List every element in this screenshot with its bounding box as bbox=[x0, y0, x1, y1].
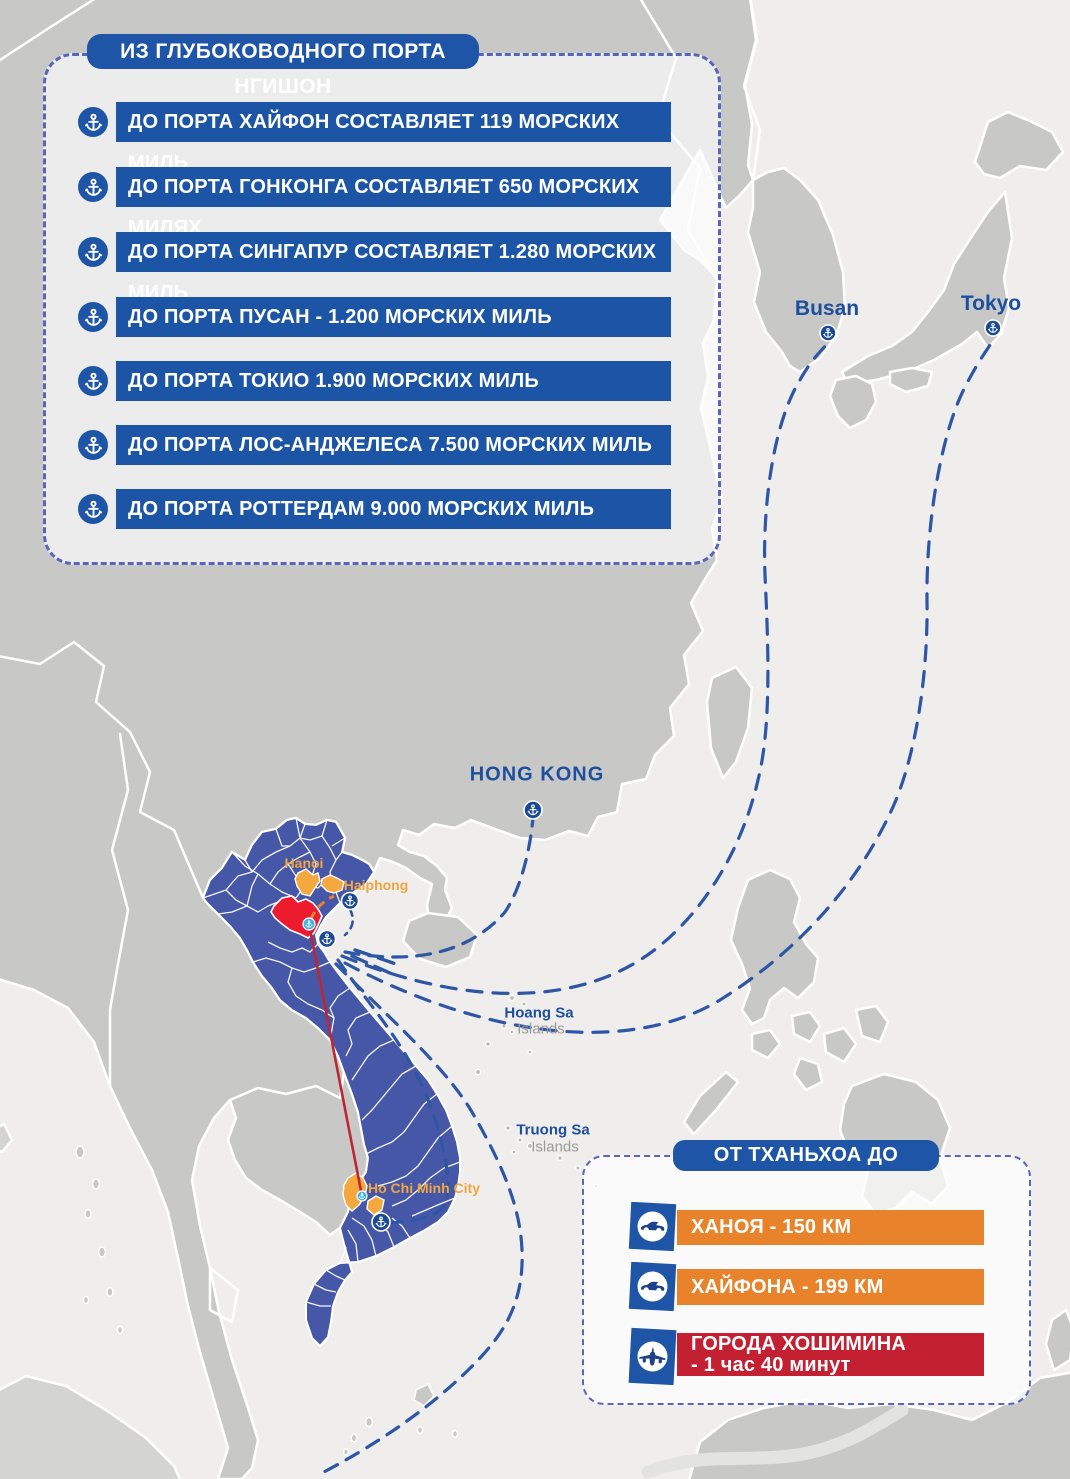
travel-distance-haiphong: ХАЙФОНА - 199 КМ bbox=[677, 1269, 984, 1305]
anchor-icon bbox=[78, 494, 108, 524]
port-nghison-dot bbox=[302, 917, 316, 931]
routes bbox=[320, 338, 995, 1475]
land-visayas-3 bbox=[792, 1056, 824, 1092]
port-haiphong-marker bbox=[340, 891, 360, 911]
route-singapore bbox=[320, 962, 524, 1475]
road-link-orange bbox=[309, 894, 335, 920]
mergui-islands bbox=[75, 1145, 124, 1335]
land-visayas-2 bbox=[822, 1026, 858, 1064]
anchor-icon bbox=[78, 237, 108, 267]
route-haiphong-link bbox=[343, 907, 355, 937]
car-icon bbox=[628, 1261, 677, 1312]
travel-panel-title: ОТ ТХАНЬХОА ДО bbox=[673, 1140, 939, 1171]
port-markers bbox=[302, 319, 1002, 1232]
plane-icon bbox=[628, 1327, 677, 1386]
borneo-river bbox=[641, 1403, 909, 1479]
port-distance-singapore: ДО ПОРТА СИНГАПУР СОСТАВЛЯЕТ 1.280 МОРСК… bbox=[116, 232, 671, 304]
south-islands bbox=[342, 1382, 459, 1456]
port-distance-hongkong: ДО ПОРТА ГОНКОНГА СОСТАВЛЯЕТ 650 МОРСКИХ… bbox=[116, 167, 671, 239]
anchor-icon bbox=[78, 172, 108, 202]
land-sumatra-2 bbox=[0, 1122, 14, 1154]
label-hoang-sa-islands: Islands bbox=[517, 1020, 565, 1038]
port-distance-tokyo: ДО ПОРТА ТОКИО 1.900 МОРСКИХ МИЛЬ bbox=[116, 361, 671, 401]
port-hongkong-marker bbox=[523, 800, 543, 820]
city-haiphong bbox=[320, 874, 345, 894]
label-hong-kong: HONG KONG bbox=[469, 763, 605, 786]
province-borders bbox=[202, 817, 461, 1307]
land-kyushu bbox=[828, 374, 878, 430]
port-nghison-sea-marker bbox=[317, 929, 337, 949]
city-vung-tau bbox=[366, 1195, 385, 1216]
land-hokkaido bbox=[973, 110, 1065, 180]
land-luzon bbox=[729, 868, 820, 1026]
label-truong-sa-islands: Islands bbox=[531, 1138, 579, 1156]
anchor-icon bbox=[78, 430, 108, 460]
route-hong-kong bbox=[343, 816, 535, 959]
port-distance-busan: ДО ПОРТА ПУСАН - 1.200 МОРСКИХ МИЛЬ bbox=[116, 297, 671, 337]
label-hoang-sa: Hoang Sa bbox=[504, 1004, 574, 1022]
travel-time-hcmc-line1: ГОРОДА ХОШИМИНА bbox=[691, 1332, 907, 1355]
flight-line-red bbox=[307, 923, 364, 1197]
land-visayas-1 bbox=[790, 1010, 822, 1044]
travel-distance-hanoi: ХАНОЯ - 150 КМ bbox=[677, 1210, 984, 1245]
land-samar bbox=[854, 1004, 890, 1044]
port-distance-haiphong: ДО ПОРТА ХАЙФОН СОСТАВЛЯЕТ 119 МОРСКИХ М… bbox=[116, 102, 671, 174]
label-busan: Busan bbox=[794, 297, 860, 320]
label-tokyo: Tokyo bbox=[960, 292, 1022, 315]
port-hcmc-dot bbox=[356, 1190, 368, 1202]
route-fan-burst bbox=[350, 948, 398, 976]
land-island-right-1 bbox=[1044, 1308, 1070, 1372]
label-haiphong: Haiphong bbox=[343, 877, 409, 893]
land-sumatra bbox=[0, 1374, 182, 1479]
ports-panel-title: ИЗ ГЛУБОКОВОДНОГО ПОРТА НГИШОН bbox=[87, 34, 479, 98]
anchor-icon bbox=[78, 302, 108, 332]
label-hanoi: Hanoi bbox=[284, 855, 324, 871]
port-tokyo-marker bbox=[984, 319, 1002, 337]
land-hainan bbox=[401, 911, 479, 969]
travel-time-hcmc-line2: - 1 час 40 минут bbox=[691, 1353, 851, 1376]
port-distance-rotterdam: ДО ПОРТА РОТТЕРДАМ 9.000 МОРСКИХ МИЛЬ bbox=[116, 489, 671, 529]
port-distance-losangeles: ДО ПОРТА ЛОС-АНДЖЕЛЕСА 7.500 МОРСКИХ МИЛ… bbox=[116, 425, 671, 465]
hoang-sa-islands bbox=[474, 994, 533, 1076]
anchor-icon bbox=[78, 366, 108, 396]
route-busan bbox=[340, 341, 830, 995]
land-shikoku bbox=[888, 366, 934, 394]
label-ho-chi-minh-city: Ho Chi Minh City bbox=[368, 1180, 480, 1196]
car-icon bbox=[628, 1201, 677, 1252]
route-tokyo bbox=[343, 338, 995, 1034]
land-mindoro bbox=[750, 1028, 782, 1060]
city-hanoi bbox=[294, 868, 321, 897]
travel-time-hcmc: ГОРОДА ХОШИМИНА - 1 час 40 минут bbox=[677, 1333, 984, 1376]
label-truong-sa: Truong Sa bbox=[516, 1121, 590, 1139]
land-korea bbox=[746, 166, 847, 374]
land-taiwan bbox=[705, 665, 754, 780]
land-honshu bbox=[840, 190, 1014, 386]
anchor-icon bbox=[78, 107, 108, 137]
port-busan-marker bbox=[819, 324, 837, 342]
land-palawan bbox=[682, 1070, 740, 1136]
country-borders bbox=[0, 0, 762, 1324]
port-hcmc-marker bbox=[371, 1212, 391, 1232]
